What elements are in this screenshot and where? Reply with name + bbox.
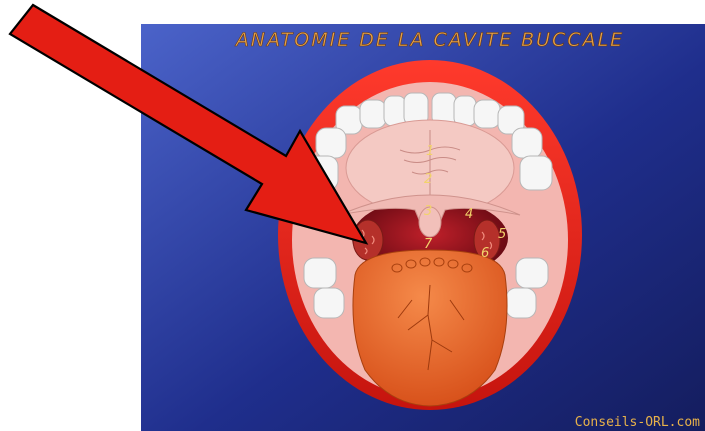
label-6: 6 [481,246,489,261]
label-1: 1 [426,144,434,159]
mouth: 1 2 3 4 5 6 7 [278,60,582,410]
label-5: 5 [498,227,506,242]
label-4: 4 [465,207,473,222]
diagram-title: ANATOMIE DE LA CAVITE BUCCALE [234,29,624,51]
label-7: 7 [424,237,433,252]
label-3: 3 [424,204,432,219]
credit-text: Conseils-ORL.com [575,415,700,430]
label-2: 2 [424,172,432,187]
